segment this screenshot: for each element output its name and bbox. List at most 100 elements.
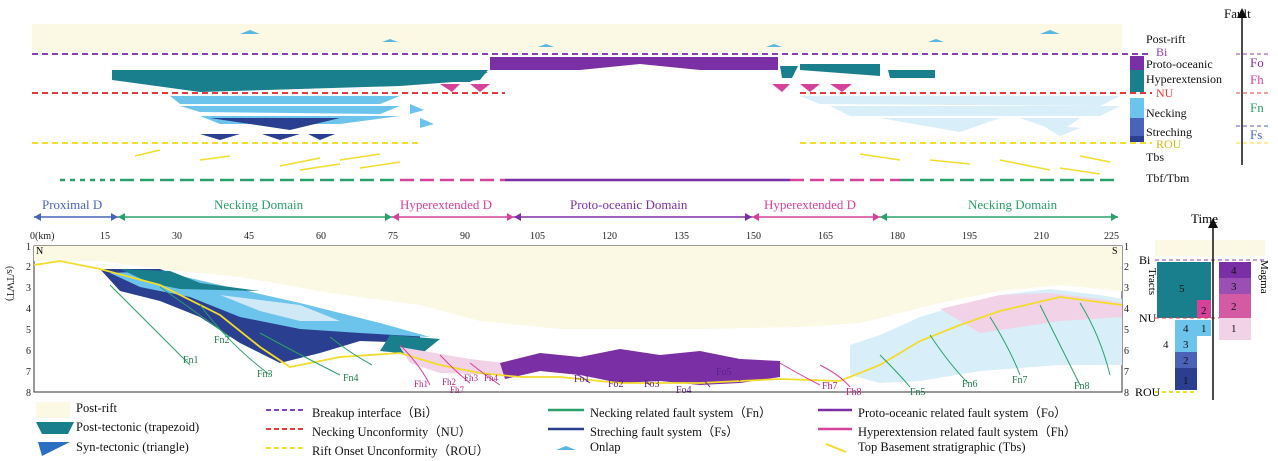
time-nu: NU bbox=[1139, 311, 1157, 325]
label-bi: Bi bbox=[1156, 45, 1168, 59]
label-hyperextension: Hyperextension bbox=[1146, 72, 1222, 86]
legend-fh: Hyperextension related fault system（Fh） bbox=[858, 425, 1077, 439]
label-tbf-tbm: Tbf/Tbm bbox=[1146, 171, 1190, 185]
domain-proto-oceanic: Proto-oceanic Domain bbox=[570, 197, 688, 212]
y-tick-right: 4 bbox=[1124, 304, 1129, 315]
time-bi: Bi bbox=[1139, 253, 1151, 267]
x-tick: 0(km) bbox=[30, 231, 55, 242]
y-tick-right: 6 bbox=[1124, 346, 1129, 357]
magma-4: 4 bbox=[1231, 265, 1237, 277]
domain-proximal: Proximal D bbox=[42, 197, 103, 212]
x-tick: 120 bbox=[602, 231, 617, 242]
fault-fn6: Fn6 bbox=[962, 379, 978, 390]
fault-fo5: Fo5 bbox=[716, 367, 732, 378]
domain-hyper-left: Hyperextended D bbox=[400, 197, 493, 212]
onlap-marks bbox=[240, 30, 1060, 47]
fault-fn8: Fn8 bbox=[1074, 381, 1090, 392]
legend-rou: Rift Onset Unconformity（ROU） bbox=[312, 444, 490, 458]
x-tick: 45 bbox=[244, 231, 254, 242]
tract-1: 1 bbox=[1201, 323, 1207, 335]
y-tick-right: 5 bbox=[1124, 325, 1129, 336]
magma-1: 1 bbox=[1231, 323, 1237, 335]
section-left-end: N bbox=[36, 246, 43, 257]
section-right-end: S bbox=[1112, 246, 1118, 257]
fault-fn1: Fn1 bbox=[183, 355, 199, 366]
y-tick-right: 1 bbox=[1124, 242, 1129, 253]
fault-fh1: Fh1 bbox=[414, 379, 428, 389]
hyperextension-body-left bbox=[112, 70, 488, 92]
time-rou: ROU bbox=[1135, 385, 1161, 399]
post-rift-band bbox=[32, 24, 1122, 52]
legend-bi: Breakup interface（Bi） bbox=[312, 406, 438, 420]
x-tick: 195 bbox=[962, 231, 977, 242]
legend-fs: Streching fault system（Fs） bbox=[590, 425, 739, 439]
y-tick: 7 bbox=[26, 367, 31, 378]
x-tick: 105 bbox=[530, 231, 545, 242]
x-tick: 15 bbox=[100, 231, 110, 242]
time-panel: Time Bi NU ROU Tracts Magma 5 2 4 1 3 2 … bbox=[1135, 211, 1270, 400]
tbs-dashes bbox=[134, 149, 1111, 175]
x-tick: 30 bbox=[172, 231, 182, 242]
fault-fh7-left: Fh7 bbox=[450, 385, 465, 395]
label-nu: NU bbox=[1156, 86, 1174, 100]
x-tick: 90 bbox=[460, 231, 470, 242]
streching-bodies-left bbox=[200, 118, 340, 140]
hyperextension-body-right bbox=[800, 64, 880, 76]
x-tick: 150 bbox=[746, 231, 761, 242]
fault-label-fs: Fs bbox=[1250, 127, 1263, 142]
proto-oceanic-faults bbox=[559, 358, 741, 388]
section-proto-oceanic bbox=[500, 349, 780, 385]
y-tick: 8 bbox=[26, 388, 31, 399]
tracts-label: Tracts bbox=[1146, 268, 1158, 295]
fault-fh8: Fh8 bbox=[846, 387, 862, 398]
y-tick-right: 3 bbox=[1124, 283, 1129, 294]
y-tick: 3 bbox=[26, 283, 31, 294]
tract-1-lower: 1 bbox=[1183, 375, 1189, 387]
label-proto-oceanic: Proto-oceanic bbox=[1146, 57, 1213, 71]
fault-fo1: Fo1 bbox=[574, 374, 590, 385]
cross-section: N S Fn1 Fn2 Fn3 Fn4 Fh1 Fh2 Fh3 Fh4 Fh7 … bbox=[33, 245, 1123, 398]
fault-fo2: Fo2 bbox=[608, 379, 624, 390]
top-schematic-panel bbox=[32, 8, 1268, 182]
fault-fh4: Fh4 bbox=[484, 373, 499, 383]
fault-label-fo: Fo bbox=[1250, 55, 1264, 70]
legend-fo: Proto-oceanic related fault system（Fo） bbox=[858, 406, 1067, 420]
label-rou: ROU bbox=[1156, 137, 1182, 151]
magma-3: 3 bbox=[1231, 281, 1237, 293]
x-tick: 210 bbox=[1034, 231, 1049, 242]
legend-tbs: Top Basement stratigraphic (Tbs) bbox=[858, 440, 1026, 454]
time-title: Time bbox=[1191, 211, 1218, 226]
y-tick-right: 2 bbox=[1124, 262, 1129, 273]
fault-fo3: Fo3 bbox=[644, 379, 660, 390]
tract-2-lower: 2 bbox=[1183, 355, 1189, 367]
legend-fn: Necking related fault system（Fn） bbox=[590, 406, 772, 420]
x-tick: 75 bbox=[388, 231, 398, 242]
hyperextension-faults bbox=[399, 344, 851, 388]
x-tick: 60 bbox=[316, 231, 326, 242]
necking-faults bbox=[109, 284, 1111, 388]
fault-axis-title: Fault bbox=[1224, 6, 1251, 21]
fault-fh3: Fh3 bbox=[464, 373, 479, 383]
label-necking: Necking bbox=[1146, 106, 1187, 120]
fault-fn7: Fn7 bbox=[1012, 375, 1028, 386]
y-tick: 4 bbox=[26, 304, 31, 315]
y-tick-right: 8 bbox=[1124, 388, 1129, 399]
tract-3: 3 bbox=[1183, 339, 1189, 351]
fault-fh2: Fh2 bbox=[442, 377, 456, 387]
x-tick: 135 bbox=[674, 231, 689, 242]
domain-necking-right: Necking Domain bbox=[968, 197, 1058, 212]
tract-2-upper: 2 bbox=[1201, 305, 1207, 317]
x-tick: 180 bbox=[890, 231, 905, 242]
domain-necking-left: Necking Domain bbox=[214, 197, 304, 212]
fault-fh7-right: Fh7 bbox=[822, 381, 838, 392]
legend-post-rift: Post-rift bbox=[76, 401, 117, 415]
tract-4-upper: 4 bbox=[1183, 323, 1189, 335]
necking-bodies-right bbox=[800, 96, 1120, 136]
magma-2: 2 bbox=[1231, 301, 1237, 313]
y-tick: 6 bbox=[26, 346, 31, 357]
fault-label-fn: Fn bbox=[1250, 100, 1264, 115]
tract-4-lower: 4 bbox=[1163, 339, 1169, 351]
magma-label: Magma bbox=[1258, 260, 1270, 294]
y-tick-right: 7 bbox=[1124, 367, 1129, 378]
label-streching: Streching bbox=[1146, 125, 1192, 139]
